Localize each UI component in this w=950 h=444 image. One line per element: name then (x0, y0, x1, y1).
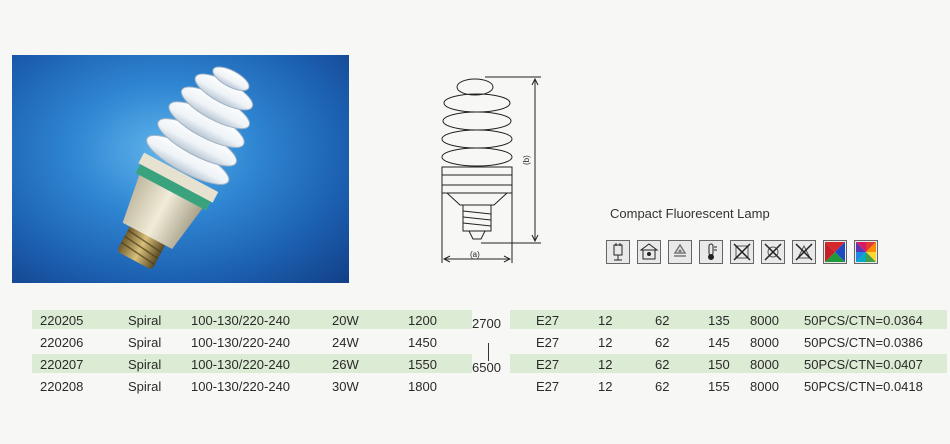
item-voltage: 100-130/220-240 (191, 313, 291, 328)
item-life: 8000 (750, 335, 779, 350)
item-dim-c: 150 (708, 357, 730, 372)
item-voltage: 100-130/220-240 (191, 357, 291, 372)
dimmer-icon (637, 240, 661, 264)
no-enclosed-icon (792, 240, 816, 264)
item-lumen: 1450 (408, 335, 437, 350)
item-packing: 50PCS/CTN=0.0407 (804, 357, 923, 372)
recycle-icon (668, 240, 692, 264)
item-dim-a: 12 (598, 357, 613, 372)
item-wattage: 24W (332, 335, 359, 350)
color-temp-cool: 6500 (472, 360, 501, 375)
spiral-lamp-photo (117, 66, 254, 269)
feature-icons (606, 240, 878, 264)
item-dim-b: 62 (655, 313, 670, 328)
item-voltage: 100-130/220-240 (191, 335, 291, 350)
item-lumen: 1200 (408, 313, 437, 328)
item-type: Spiral (128, 313, 162, 328)
product-photo (12, 55, 349, 283)
item-dim-b: 62 (655, 335, 670, 350)
item-dim-c: 155 (708, 379, 730, 394)
item-type: Spiral (128, 335, 162, 350)
table-row: 220205 Spiral 100-130/220-240 20W 1200 E… (32, 309, 947, 331)
color-temp-range-bar (488, 343, 489, 361)
item-packing: 50PCS/CTN=0.0364 (804, 313, 923, 328)
item-life: 8000 (750, 379, 779, 394)
item-dim-b: 62 (655, 357, 670, 372)
item-dim-c: 145 (708, 335, 730, 350)
item-voltage: 100-130/220-240 (191, 379, 291, 394)
dimension-b-label: (b) (522, 155, 531, 165)
item-dim-a: 12 (598, 379, 613, 394)
plug-icon (606, 240, 630, 264)
item-life: 8000 (750, 357, 779, 372)
item-lumen: 1800 (408, 379, 437, 394)
item-base: E27 (536, 335, 560, 350)
item-code: 220208 (40, 379, 84, 394)
item-wattage: 20W (332, 313, 359, 328)
item-base: E27 (536, 313, 560, 328)
dimension-a-label: (a) (470, 250, 480, 259)
item-lumen: 1550 (408, 357, 437, 372)
no-outdoor-icon (761, 240, 785, 264)
item-dim-a: 12 (598, 335, 613, 350)
item-base: E27 (536, 379, 560, 394)
item-code: 220206 (40, 335, 84, 350)
spectrum-color-icon (854, 240, 878, 264)
item-life: 8000 (750, 313, 779, 328)
item-code: 220207 (40, 357, 84, 372)
item-base: E27 (536, 357, 560, 372)
product-title: Compact Fluorescent Lamp (610, 206, 770, 221)
spec-table: 220205 Spiral 100-130/220-240 20W 1200 E… (32, 309, 947, 397)
item-dim-c: 135 (708, 313, 730, 328)
item-packing: 50PCS/CTN=0.0386 (804, 335, 923, 350)
item-wattage: 26W (332, 357, 359, 372)
item-dim-b: 62 (655, 379, 670, 394)
no-dimmer-icon (730, 240, 754, 264)
item-wattage: 30W (332, 379, 359, 394)
rgb-color-icon (823, 240, 847, 264)
table-row: 220208 Spiral 100-130/220-240 30W 1800 E… (32, 375, 947, 397)
item-type: Spiral (128, 379, 162, 394)
item-dim-a: 12 (598, 313, 613, 328)
color-temp-warm: 2700 (472, 316, 501, 331)
thermometer-icon (699, 240, 723, 264)
item-packing: 50PCS/CTN=0.0418 (804, 379, 923, 394)
dimension-diagram: (b) (a) (441, 76, 541, 263)
item-code: 220205 (40, 313, 84, 328)
table-row: 220206 Spiral 100-130/220-240 24W 1450 E… (32, 331, 947, 353)
table-row: 220207 Spiral 100-130/220-240 26W 1550 E… (32, 353, 947, 375)
item-type: Spiral (128, 357, 162, 372)
